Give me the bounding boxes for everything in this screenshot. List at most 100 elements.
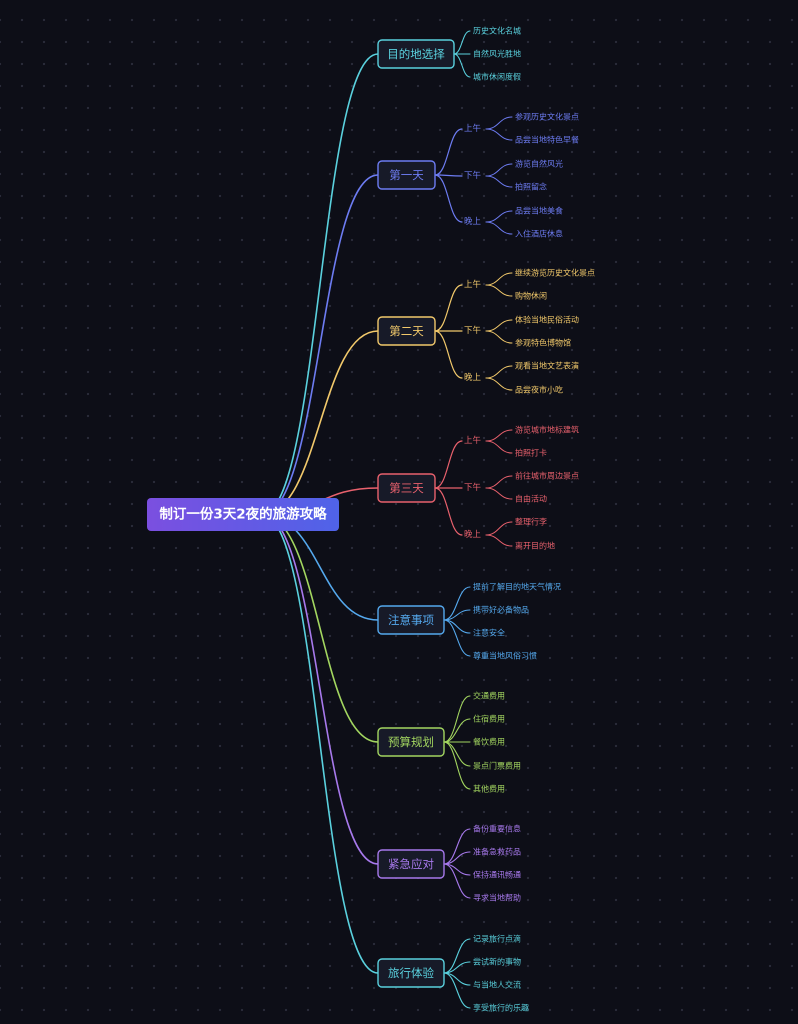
leaf-node-label: 其他费用 (473, 784, 505, 794)
branch-node-label: 目的地选择 (387, 47, 445, 61)
connector-line (434, 128, 463, 176)
branch-node[interactable] (377, 39, 455, 69)
connector-line (434, 174, 463, 223)
connector-line (443, 851, 471, 865)
leaf-node-label: 拍照打卡 (515, 448, 547, 458)
leaf-node-label: 品尝夜市小吃 (515, 385, 563, 395)
connector-line (443, 619, 471, 634)
connector-line (434, 284, 463, 332)
branch-node-label: 紧急应对 (388, 857, 434, 871)
leaf-node-label: 准备急救药品 (473, 847, 521, 857)
leaf-node-label: 享受旅行的乐趣 (473, 1003, 529, 1013)
connector-line (261, 174, 379, 516)
leaf-node-label: 寻求当地帮助 (473, 893, 521, 903)
branch-node[interactable] (377, 605, 445, 635)
leaf-node-label: 历史文化名城 (473, 26, 521, 36)
time-node-label: 下午 (464, 325, 482, 336)
leaf-node-label: 保持通讯畅通 (473, 870, 521, 880)
leaf-node-label: 尊重当地风俗习惯 (473, 651, 537, 661)
branch-node[interactable] (377, 958, 445, 988)
branch-node-label: 预算规划 (388, 735, 434, 749)
branch-node-label: 注意事项 (388, 613, 434, 627)
connector-line (443, 619, 471, 657)
time-node-label: 下午 (464, 170, 482, 181)
leaf-node-label: 注意安全 (473, 628, 505, 638)
branch-node-label: 第一天 (389, 168, 424, 182)
leaf-node-label: 继续游览历史文化景点 (515, 268, 595, 278)
connector-line (485, 377, 513, 391)
branch-node-label: 第二天 (389, 324, 424, 338)
connector-line (453, 53, 471, 78)
leaf-node-label: 备份重要信息 (473, 824, 521, 834)
leaf-node-label: 品尝当地特色早餐 (515, 135, 579, 145)
connector-line (485, 475, 513, 489)
connector-line (443, 938, 471, 974)
leaf-node-label: 城市休闲度假 (473, 72, 521, 82)
connector-line (261, 513, 379, 974)
time-node-label: 上午 (464, 435, 482, 446)
branch-node[interactable] (377, 316, 436, 346)
connector-line (485, 175, 513, 188)
connector-line (485, 365, 513, 379)
time-node-label: 晚上 (464, 529, 482, 540)
connector-line (485, 330, 513, 344)
connector-line (485, 429, 513, 442)
connector-line (485, 221, 513, 235)
connector-line (485, 487, 513, 500)
branch-node-label: 第三天 (389, 481, 424, 495)
connector-line (261, 330, 379, 516)
connector-line (485, 319, 513, 332)
connector-line (485, 116, 513, 130)
leaf-node-label: 整理行李 (515, 517, 547, 527)
connector-line (443, 718, 471, 743)
leaf-node-label: 品尝当地美食 (515, 206, 563, 216)
connector-line (485, 440, 513, 454)
branch-node[interactable] (377, 473, 436, 503)
leaf-node-label: 观看当地文艺表演 (515, 361, 579, 371)
connector-line (261, 513, 379, 865)
leaf-node-label: 自然风光胜地 (473, 49, 521, 59)
connector-line (485, 284, 513, 297)
leaf-node-label: 携带好必备物品 (473, 605, 529, 615)
connector-line (485, 128, 513, 141)
connector-line (443, 972, 471, 1009)
connector-line (453, 30, 471, 55)
leaf-node-label: 记录旅行点滴 (473, 934, 521, 944)
connector-line (443, 863, 471, 899)
connector-line (434, 440, 463, 489)
connector-line (485, 521, 513, 536)
connector-line (434, 330, 463, 379)
branch-node[interactable] (377, 160, 436, 190)
connector-line (261, 53, 379, 516)
time-node-label: 上午 (464, 279, 482, 290)
connector-line (434, 174, 463, 177)
connector-line (485, 272, 513, 286)
leaf-node-label: 游览城市地标建筑 (515, 425, 579, 435)
time-node-label: 下午 (464, 482, 482, 493)
leaf-node-label: 尝试新的事物 (473, 957, 521, 967)
leaf-node-label: 住宿费用 (473, 714, 505, 724)
connector-line (485, 210, 513, 223)
connector-line (434, 487, 463, 536)
root-node[interactable] (147, 498, 339, 531)
connector-line (485, 163, 513, 177)
time-node-label: 晚上 (464, 372, 482, 383)
branch-node[interactable] (377, 849, 445, 879)
time-node-label: 上午 (464, 123, 482, 134)
leaf-node-label: 参观历史文化景点 (515, 112, 579, 122)
connector-line (443, 586, 471, 621)
time-node-label: 晚上 (464, 216, 482, 227)
root-node-label: 制订一份3天2夜的旅游攻略 (159, 506, 327, 523)
leaf-node-label: 购物休闲 (515, 291, 547, 301)
leaf-node-label: 离开目的地 (515, 541, 555, 551)
connector-line (443, 741, 471, 767)
branch-node[interactable] (377, 727, 445, 757)
connector-line (485, 534, 513, 547)
leaf-node-label: 提前了解目的地天气情况 (473, 582, 561, 592)
leaf-node-label: 前往城市周边景点 (515, 471, 579, 481)
branch-node-label: 旅行体验 (388, 966, 434, 980)
connector-line (261, 513, 379, 743)
connector-line (443, 741, 471, 790)
connector-line (443, 695, 471, 743)
